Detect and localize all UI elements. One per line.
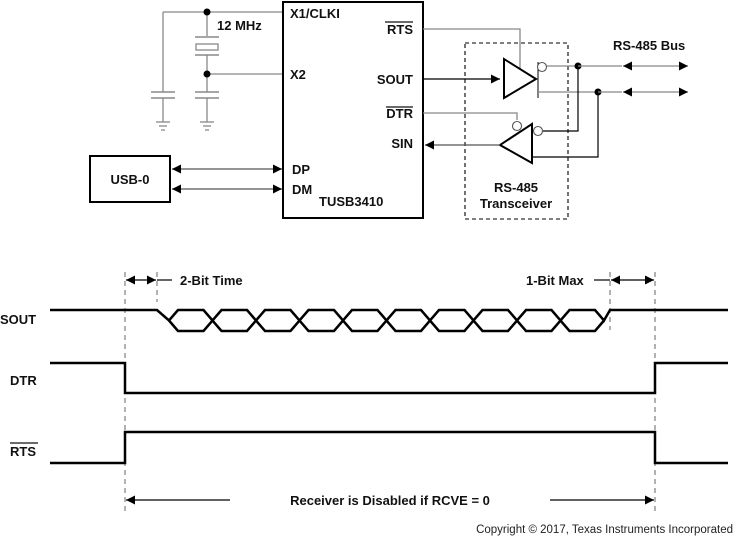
transceiver-label-1: RS-485 (494, 180, 538, 195)
pin-x2: X2 (290, 67, 306, 82)
tusb3410-chip: X1/CLKI X2 DP DM TUSB3410 RTS SOUT DTR S… (282, 1, 424, 219)
timing-diagram: 2-Bit Time 1-Bit Max SOUT DTR RTS Receiv… (0, 272, 728, 512)
junction-dot (203, 70, 211, 78)
crystal-frequency-label: 12 MHz (217, 18, 262, 33)
rs485-transceiver: RS-485 Transceiver (423, 28, 599, 220)
pin-sout: SOUT (377, 72, 413, 87)
rs485-bus: RS-485 Bus (574, 38, 688, 97)
pin-rts: RTS (387, 22, 413, 37)
junction-dot (203, 8, 211, 16)
usb-label: USB-0 (110, 172, 149, 187)
ground-icon (156, 121, 170, 131)
crystal-icon (195, 36, 219, 56)
pin-dp: DP (292, 162, 310, 177)
usb-block: USB-0 (89, 155, 282, 203)
signal-label-dtr: DTR (10, 373, 37, 388)
transceiver-label-2: Transceiver (480, 196, 552, 211)
inverter-bubble (511, 120, 523, 132)
sout-waveform (50, 308, 728, 333)
bus-label: RS-485 Bus (613, 38, 685, 53)
rts-waveform (50, 430, 728, 465)
receiver-icon (498, 122, 533, 165)
ground-icon (200, 121, 214, 131)
pin-dtr: DTR (386, 106, 413, 121)
two-bit-time-label: 2-Bit Time (180, 273, 243, 288)
pin-dm: DM (292, 182, 312, 197)
copyright: Copyright © 2017, Texas Instruments Inco… (476, 524, 733, 536)
chip-name: TUSB3410 (319, 194, 383, 209)
one-bit-max-label: 1-Bit Max (526, 273, 585, 288)
crystal-network: 12 MHz (151, 8, 283, 131)
driver-icon (503, 57, 538, 100)
pin-x1-clki: X1/CLKI (290, 6, 340, 21)
capacitor-icon (195, 91, 219, 122)
inverter-bubble (536, 61, 548, 73)
inverter-bubble (532, 125, 544, 137)
dtr-waveform (50, 361, 728, 395)
signal-label-sout: SOUT (0, 312, 36, 327)
signal-label-rts: RTS (10, 444, 36, 459)
pin-sin: SIN (391, 136, 413, 151)
sout-lower-trace (168, 318, 605, 333)
capacitor-icon (151, 91, 175, 122)
receiver-note: Receiver is Disabled if RCVE = 0 (290, 493, 490, 508)
sout-upper-trace (50, 308, 728, 323)
